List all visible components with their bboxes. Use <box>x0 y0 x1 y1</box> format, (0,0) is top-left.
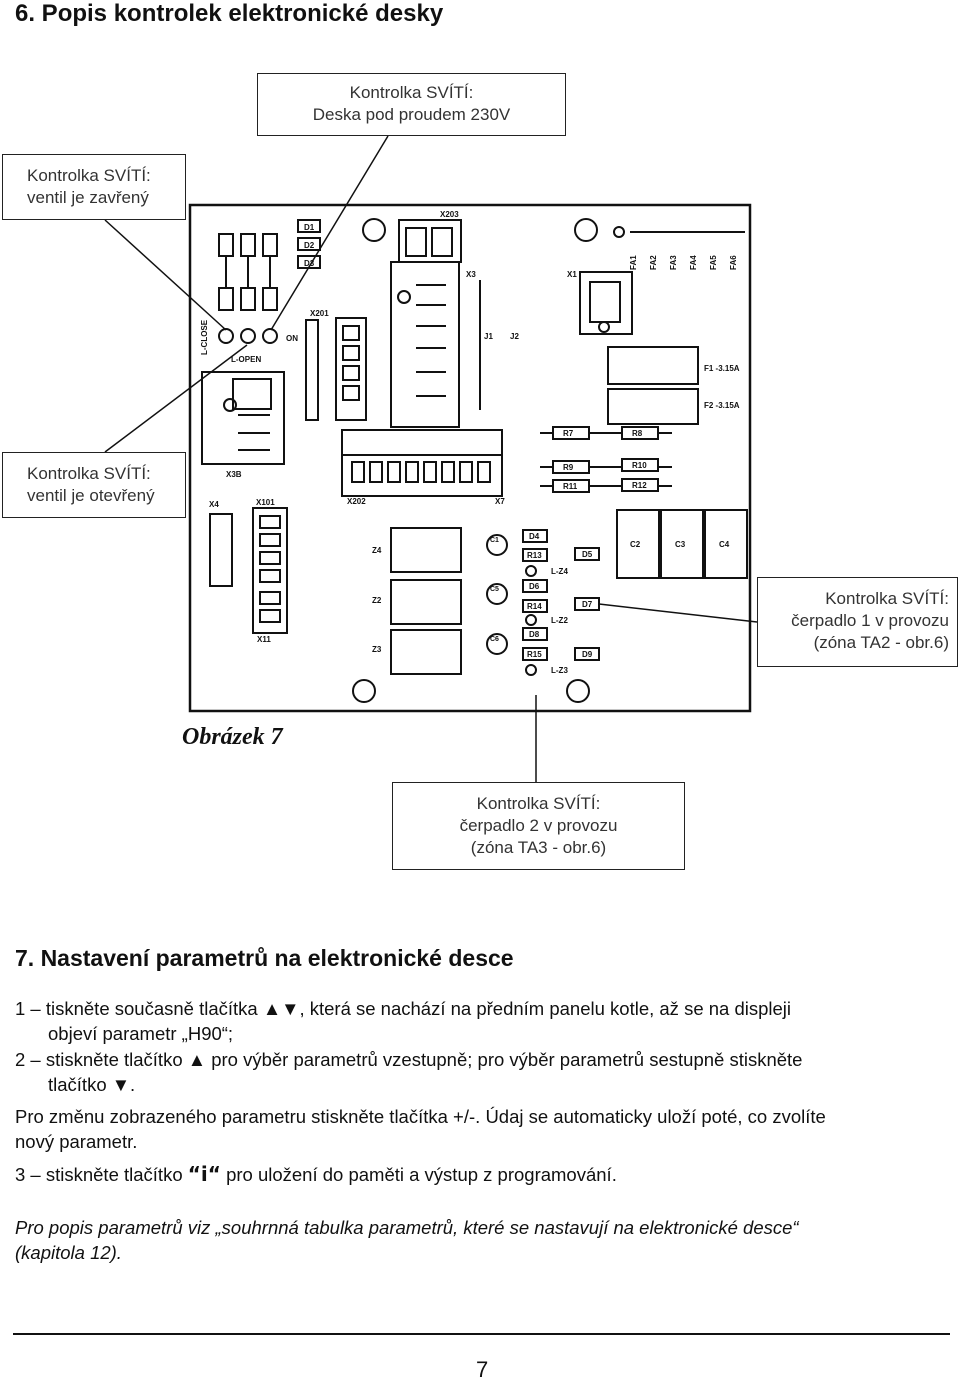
callout-pump2-led: Kontrolka SVÍTÍ: čerpadlo 2 v provozu (z… <box>392 782 685 870</box>
label-r8: R8 <box>632 429 643 438</box>
label-lz3: L-Z3 <box>551 666 568 675</box>
label-d9: D9 <box>582 650 593 659</box>
label-z3: Z3 <box>372 645 382 654</box>
step-1: 1 – tiskněte současně tlačítka ▲▼, která… <box>15 996 950 1046</box>
label-c5: C5 <box>490 586 499 593</box>
step-2: 2 – stiskněte tlačítko ▲ pro výběr param… <box>15 1047 950 1097</box>
callout-power-led: Kontrolka SVÍTÍ: Deska pod proudem 230V <box>257 73 566 136</box>
label-d1: D1 <box>304 223 315 232</box>
callout-pump1-line1: Kontrolka SVÍTÍ: <box>825 589 949 608</box>
label-r10: R10 <box>632 461 647 470</box>
info-button-icon: “i“ <box>187 1162 221 1186</box>
callout-pump1-line3: (zóna TA2 - obr.6) <box>813 633 949 652</box>
callout-closed-line2: ventil je zavřený <box>27 188 149 207</box>
note-line-a: Pro popis parametrů viz „souhrnná tabulk… <box>15 1217 799 1238</box>
label-r12: R12 <box>632 481 647 490</box>
change-line-a: Pro změnu zobrazeného parametru stisknět… <box>15 1106 826 1127</box>
step-3-pre: 3 – stiskněte tlačítko <box>15 1164 183 1185</box>
label-z2: Z2 <box>372 596 382 605</box>
label-c3: C3 <box>675 540 686 549</box>
label-d8: D8 <box>529 630 540 639</box>
change-line-b: nový parametr. <box>15 1131 138 1152</box>
label-x101: X101 <box>256 498 275 507</box>
figure-caption: Obrázek 7 <box>182 724 283 750</box>
circuit-board-diagram: D1 D2 D3 X203 X3 X1 X201 X202 X7 X3B X4 … <box>104 135 758 782</box>
label-lopen: L-OPEN <box>231 355 261 364</box>
label-fa4: FA4 <box>689 255 698 270</box>
label-fa2: FA2 <box>649 255 658 270</box>
label-c1: C1 <box>490 537 499 544</box>
label-x202: X202 <box>347 497 366 506</box>
label-f2: F2 -3.15A <box>704 401 740 410</box>
callout-open-line2: ventil je otevřený <box>27 486 155 505</box>
label-x3: X3 <box>466 270 476 279</box>
label-x3b: X3B <box>226 470 242 479</box>
step-2-line-a: 2 – stiskněte tlačítko ▲ pro výběr param… <box>15 1049 803 1070</box>
step-3: 3 – stiskněte tlačítko “i“ pro uložení d… <box>15 1162 950 1187</box>
label-fa6: FA6 <box>729 255 738 270</box>
label-lz4: L-Z4 <box>551 567 568 576</box>
label-r11: R11 <box>563 482 578 491</box>
label-fa3: FA3 <box>669 255 678 270</box>
callout-pump2-line2: čerpadlo 2 v provozu <box>459 816 618 835</box>
label-lclose: L-CLOSE <box>200 319 209 355</box>
step-1-line-b: objeví parametr „H90“; <box>48 1023 234 1044</box>
label-c6: C6 <box>490 636 499 643</box>
note-line-b: (kapitola 12). <box>15 1242 122 1263</box>
label-d5: D5 <box>582 550 593 559</box>
callout-valve-closed-led: Kontrolka SVÍTÍ: ventil je zavřený <box>2 154 186 220</box>
label-x203: X203 <box>440 210 459 219</box>
section-7-title: 7. Nastavení parametrů na elektronické d… <box>15 945 514 971</box>
label-x1: X1 <box>567 270 577 279</box>
label-j1: J1 <box>484 332 493 341</box>
step-3-post: pro uložení do paměti a výstup z program… <box>226 1164 617 1185</box>
label-f1: F1 -3.15A <box>704 364 740 373</box>
label-c4: C4 <box>719 540 730 549</box>
label-d6: D6 <box>529 582 540 591</box>
label-j2: J2 <box>510 332 519 341</box>
label-d7: D7 <box>582 600 593 609</box>
label-lz2: L-Z2 <box>551 616 568 625</box>
callout-power-line1: Kontrolka SVÍTÍ: <box>349 83 474 102</box>
label-fa5: FA5 <box>709 255 718 270</box>
label-c2: C2 <box>630 540 641 549</box>
label-x7: X7 <box>495 497 505 506</box>
note: Pro popis parametrů viz „souhrnná tabulk… <box>15 1215 950 1265</box>
label-z4: Z4 <box>372 546 382 555</box>
label-x201: X201 <box>310 309 329 318</box>
label-d4: D4 <box>529 532 540 541</box>
callout-open-line1: Kontrolka SVÍTÍ: <box>27 464 151 483</box>
label-on: ON <box>286 334 298 343</box>
label-r7: R7 <box>563 429 574 438</box>
callout-pump1-line2: čerpadlo 1 v provozu <box>791 611 949 630</box>
label-r15: R15 <box>527 650 542 659</box>
change-instruction: Pro změnu zobrazeného parametru stisknět… <box>15 1104 950 1154</box>
footer-divider <box>13 1333 950 1335</box>
label-x4: X4 <box>209 500 219 509</box>
label-r13: R13 <box>527 551 542 560</box>
label-fa1: FA1 <box>629 255 638 270</box>
label-r14: R14 <box>527 602 542 611</box>
callout-pump1-led: Kontrolka SVÍTÍ: čerpadlo 1 v provozu (z… <box>757 577 958 667</box>
section-6-title: 6. Popis kontrolek elektronické desky <box>15 0 444 27</box>
callout-pump2-line3: (zóna TA3 - obr.6) <box>470 838 607 857</box>
label-x11: X11 <box>257 635 271 644</box>
page-number: 7 <box>476 1357 489 1382</box>
callout-power-line2: Deska pod proudem 230V <box>312 105 511 124</box>
step-1-line-a: 1 – tiskněte současně tlačítka ▲▼, která… <box>15 998 792 1019</box>
callout-closed-line1: Kontrolka SVÍTÍ: <box>27 166 151 185</box>
label-d3: D3 <box>304 259 315 268</box>
callout-valve-open-led: Kontrolka SVÍTÍ: ventil je otevřený <box>2 452 186 518</box>
label-r9: R9 <box>563 463 574 472</box>
callout-pump2-line1: Kontrolka SVÍTÍ: <box>476 794 601 813</box>
step-2-line-b: tlačítko ▼. <box>48 1074 136 1095</box>
label-d2: D2 <box>304 241 315 250</box>
